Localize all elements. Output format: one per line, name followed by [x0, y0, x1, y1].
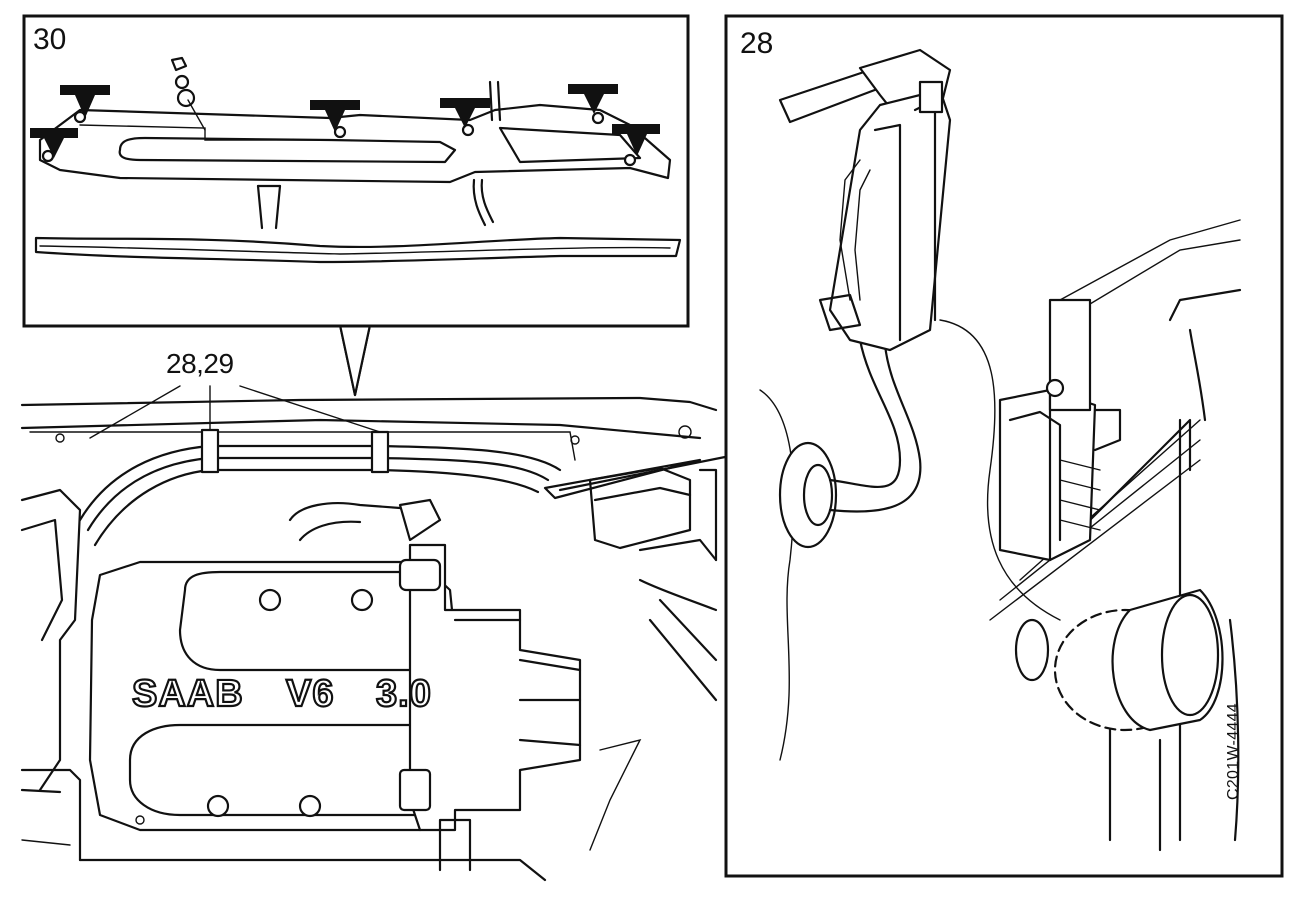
engine-cover: SAAB V6 3.0	[88, 543, 582, 872]
inset-panel-28	[724, 14, 1284, 878]
figure-code-label: C201W-4444	[1225, 703, 1242, 800]
engine-displacement-text: 3.0	[376, 673, 432, 715]
panel-28-label: 28	[740, 27, 774, 60]
callout-label: 28,29	[166, 348, 234, 379]
panel-30-label: 30	[33, 23, 67, 56]
engine-brand-text: SAAB	[132, 673, 244, 715]
inset-panel-30	[22, 14, 690, 328]
engine-bay	[20, 396, 737, 882]
engine-model-text: V6	[286, 673, 334, 715]
